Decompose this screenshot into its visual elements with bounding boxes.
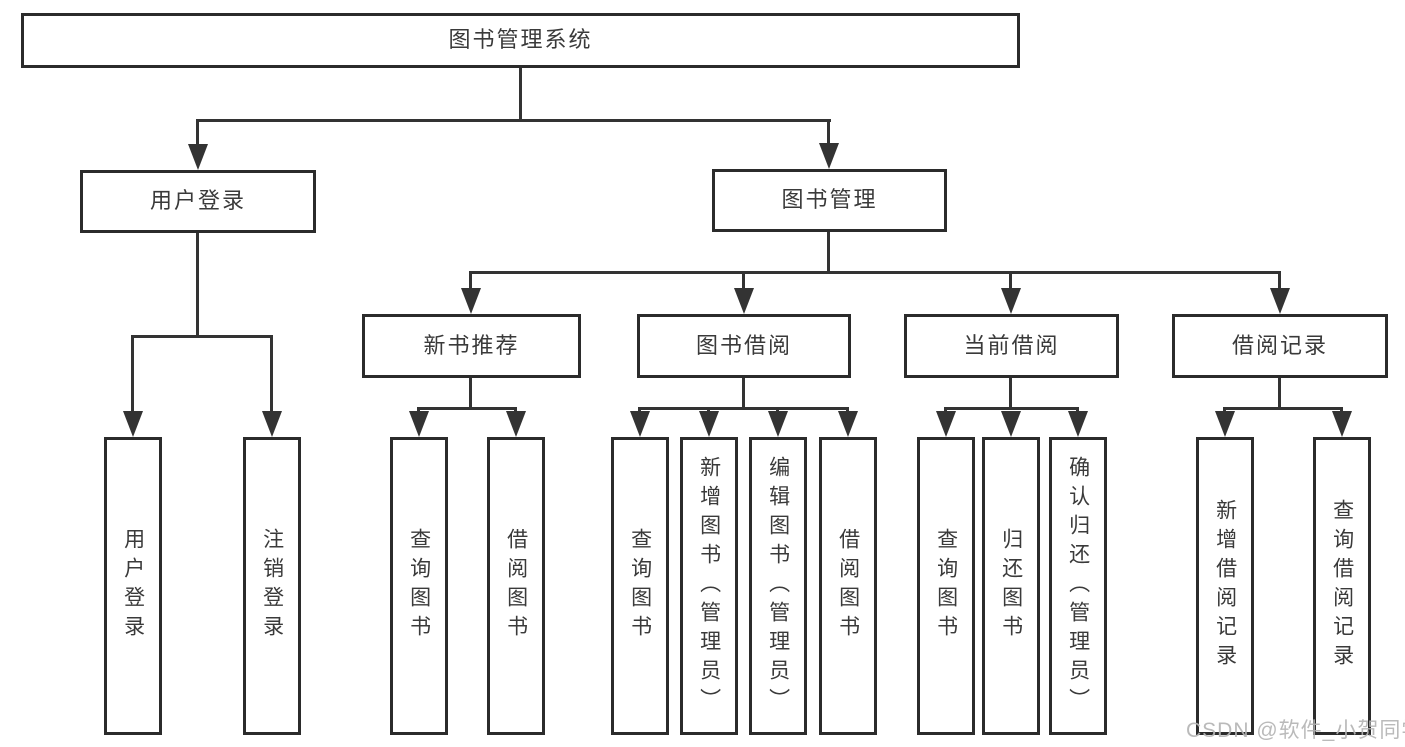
connector-book-mgmt-stem [827,232,830,273]
node-label: 查询图书 [407,528,431,644]
arrow-down-icon [461,288,481,314]
node-label: 编辑图书（管理员） [766,455,790,717]
leaf-borrow-books-recommend: 借阅图书 [487,437,545,735]
connector-group-hline [417,407,517,410]
leaf-query-books-recommend: 查询图书 [390,437,448,735]
node-label: 当前借阅 [963,332,1060,358]
arrow-down-icon [1270,288,1290,314]
connector-group-hline [1223,407,1343,410]
arrow-down-icon [188,144,208,170]
arrow-down-icon [262,411,282,437]
leaf-add-borrow-record: 新增借阅记录 [1196,437,1254,735]
node-label: 借阅图书 [836,528,860,644]
leaf-borrow-books: 借阅图书 [819,437,877,735]
arrow-down-icon [1068,411,1088,437]
arrow-down-icon [123,411,143,437]
connector-drop [742,271,745,291]
connector-user-login-stem [196,233,199,337]
connector-level3-hline [469,271,1281,274]
node-label: 新书推荐 [423,332,520,358]
node-label: 注销登录 [260,528,284,644]
connector-root-stem [519,68,522,121]
connector-stem [469,378,472,409]
node-new-book-recommend: 新书推荐 [362,314,581,378]
leaf-query-books-current: 查询图书 [917,437,975,735]
arrow-down-icon [734,288,754,314]
leaf-return-books: 归还图书 [982,437,1040,735]
connector-stem [1009,378,1012,409]
node-label: 图书管理 [781,187,878,213]
leaf-user-login: 用户登录 [104,437,162,735]
connector-stem [742,378,745,409]
leaf-logout: 注销登录 [243,437,301,735]
node-label: 查询图书 [934,528,958,644]
node-label: 新增图书（管理员） [697,455,721,717]
node-label: 图书借阅 [695,332,792,358]
node-label: 借阅图书 [504,528,528,644]
connector-group-hline [638,407,849,410]
arrow-down-icon [768,411,788,437]
connector-drop [827,119,830,147]
node-library-system: 图书管理系统 [21,13,1020,68]
leaf-add-books-admin: 新增图书（管理员） [680,437,738,735]
node-current-borrowing: 当前借阅 [904,314,1119,378]
node-label: 借阅记录 [1231,332,1328,358]
connector-stem [1278,378,1281,409]
arrow-down-icon [936,411,956,437]
node-book-management: 图书管理 [712,169,947,232]
node-book-borrowing: 图书借阅 [637,314,851,378]
csdn-watermark: CSDN @软件_小贺同学 [1186,719,1405,742]
arrow-down-icon [1332,411,1352,437]
connector-drop [1278,271,1281,291]
arrow-down-icon [409,411,429,437]
connector-drop [469,271,472,291]
node-user-login: 用户登录 [80,170,316,233]
arrow-down-icon [699,411,719,437]
connector-drop [1009,271,1012,291]
node-label: 确认归还（管理员） [1066,455,1090,717]
connector-drop [270,335,273,413]
connector-group-hline [944,407,1079,410]
arrow-down-icon [1215,411,1235,437]
arrow-down-icon [1001,411,1021,437]
connector-level2-hline [196,119,831,122]
node-label: 用户登录 [121,528,145,644]
arrow-down-icon [819,143,839,169]
leaf-query-books-borrow: 查询图书 [611,437,669,735]
node-label: 归还图书 [999,528,1023,644]
connector-user-login-hline [131,335,273,338]
arrow-down-icon [1001,288,1021,314]
connector-drop [196,119,199,147]
arrow-down-icon [506,411,526,437]
leaf-query-borrow-record: 查询借阅记录 [1313,437,1371,735]
node-label: 查询图书 [628,528,652,644]
leaf-confirm-return-admin: 确认归还（管理员） [1049,437,1107,735]
node-borrowing-records: 借阅记录 [1172,314,1388,378]
node-label: 新增借阅记录 [1213,499,1237,673]
node-label: 图书管理系统 [448,27,593,53]
node-label: 查询借阅记录 [1330,499,1354,673]
node-label: 用户登录 [149,188,246,214]
arrow-down-icon [630,411,650,437]
connector-drop [131,335,134,413]
arrow-down-icon [838,411,858,437]
leaf-edit-books-admin: 编辑图书（管理员） [749,437,807,735]
